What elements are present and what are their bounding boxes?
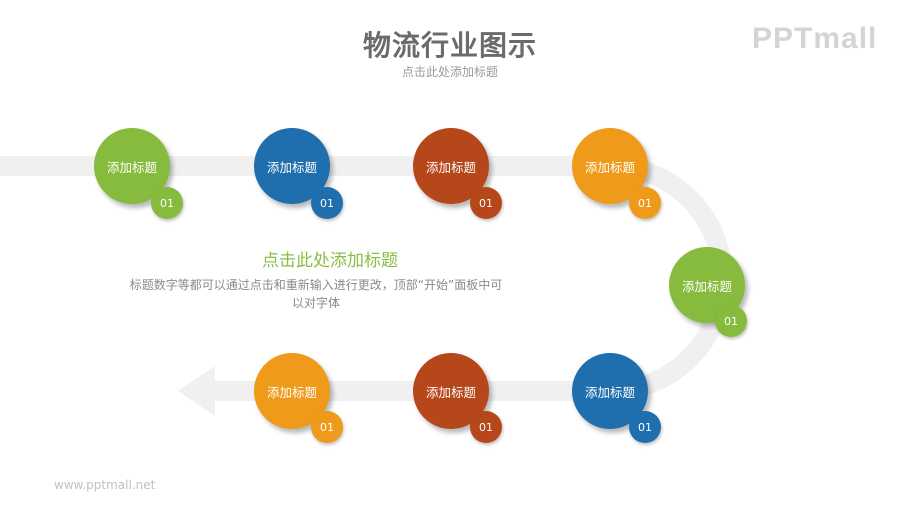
- step-badge-8: 01: [311, 411, 343, 443]
- step-badge-7: 01: [470, 411, 502, 443]
- pptmall-logo: PPTmall: [752, 22, 878, 55]
- step-label: 添加标题: [266, 384, 317, 400]
- footer-url: www.pptmall.net: [54, 478, 156, 492]
- step-node-2[interactable]: 添加标题: [254, 128, 330, 204]
- step-node-7[interactable]: 添加标题: [413, 353, 489, 429]
- center-description: 标题数字等都可以通过点击和重新输入进行更改，顶部“开始”面板中可以对字体: [129, 278, 503, 310]
- step-label: 添加标题: [681, 278, 732, 294]
- step-badge-6: 01: [629, 411, 661, 443]
- step-badge-1: 01: [151, 187, 183, 219]
- page-title: 物流行业图示: [362, 29, 537, 62]
- step-label: 添加标题: [425, 384, 476, 400]
- step-badge-3: 01: [470, 187, 502, 219]
- step-badge-2: 01: [311, 187, 343, 219]
- step-number: 01: [638, 196, 652, 210]
- route-arrow-head-icon: [178, 366, 215, 416]
- page-subtitle: 点击此处添加标题: [401, 65, 498, 79]
- step-number: 01: [320, 196, 334, 210]
- step-number: 01: [479, 196, 493, 210]
- step-number: 01: [160, 196, 174, 210]
- step-label: 添加标题: [106, 159, 157, 175]
- step-label: 添加标题: [584, 384, 635, 400]
- step-label: 添加标题: [266, 159, 317, 175]
- step-badge-4: 01: [629, 187, 661, 219]
- step-label: 添加标题: [584, 159, 635, 175]
- step-number: 01: [638, 420, 652, 434]
- step-badge-5: 01: [715, 305, 747, 337]
- step-number: 01: [479, 420, 493, 434]
- center-heading: 点击此处添加标题: [262, 251, 398, 271]
- step-number: 01: [724, 314, 738, 328]
- step-number: 01: [320, 420, 334, 434]
- step-label: 添加标题: [425, 159, 476, 175]
